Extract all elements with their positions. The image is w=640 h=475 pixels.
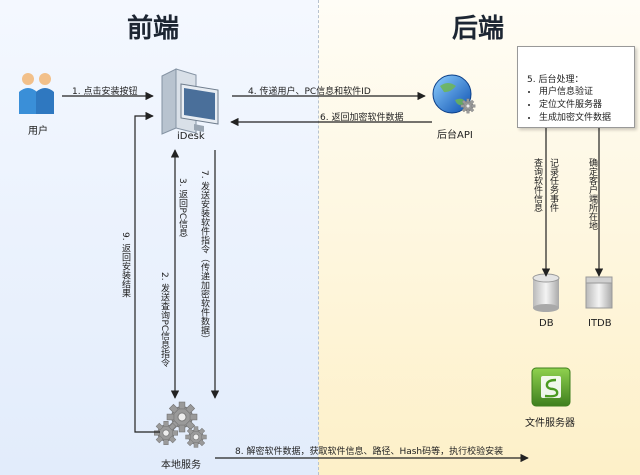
itdb-link-label: 确定客户端所在地 — [587, 158, 597, 230]
db-link-label-b: 记录任务事件 — [548, 158, 558, 212]
backend-process-item: 用户信息验证 — [539, 86, 611, 99]
backend-process-content: 5. 后台处理： 用户信息验证 定位文件服务器 生成加密文件数据 — [517, 46, 633, 126]
step-1-label: 1. 点击安装按钮 — [72, 87, 138, 97]
file-server-label: 文件服务器 — [525, 418, 575, 429]
step-4-label: 4. 传递用户、PC信息和软件ID — [248, 87, 371, 97]
backend-process-title: 5. 后台处理： — [527, 75, 584, 85]
step-9-label: 9. 返回安装结果 — [120, 232, 130, 298]
backend-process-box — [517, 46, 635, 128]
frontend-title: 前端 — [127, 14, 180, 44]
backend-api-label: 后台API — [437, 130, 473, 141]
step-6-label: 6. 返回加密软件数据 — [320, 113, 404, 123]
gears-icon — [153, 401, 207, 448]
db-link-label-a: 查询软件信息 — [532, 158, 542, 212]
user-icon — [19, 73, 54, 114]
backend-process-item: 生成加密文件数据 — [539, 112, 611, 125]
db-icon — [532, 273, 560, 312]
zone-divider — [318, 0, 319, 475]
local-service-label: 本地服务 — [161, 460, 201, 471]
idesk-label: iDesk — [177, 131, 205, 142]
globe-icon — [432, 74, 476, 114]
file-server-icon — [531, 367, 571, 407]
step-2-label: 2. 发送查询PC信息指令 — [159, 272, 169, 368]
step-3-label: 3. 返回PC信息 — [177, 178, 187, 238]
step-7-label: 7. 发送安装软件指令（传递加密软件数据） — [199, 170, 209, 344]
computer-icon — [161, 68, 219, 135]
db-label: DB — [539, 318, 554, 329]
user-label: 用户 — [28, 126, 48, 137]
backend-title: 后端 — [452, 14, 505, 44]
step-8-label: 8. 解密软件数据，获取软件信息、路径、Hash码等，执行校验安装 — [235, 447, 504, 457]
backend-process-list: 用户信息验证 定位文件服务器 生成加密文件数据 — [529, 86, 611, 125]
itdb-label: ITDB — [588, 318, 612, 329]
frontend-zone — [0, 0, 318, 475]
backend-process-item: 定位文件服务器 — [539, 99, 611, 112]
itdb-icon — [585, 276, 613, 309]
